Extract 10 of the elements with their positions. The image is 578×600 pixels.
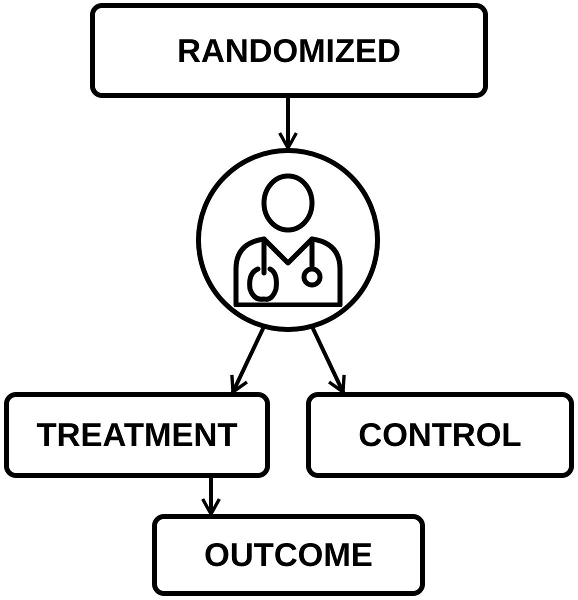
box-label: OUTCOME bbox=[204, 535, 373, 576]
process-box bbox=[306, 392, 574, 478]
process-box bbox=[4, 392, 270, 478]
arrow bbox=[278, 96, 298, 150]
box-label: TREATMENT bbox=[36, 415, 238, 456]
arrow bbox=[201, 476, 221, 516]
box-label: RANDOMIZED bbox=[177, 30, 401, 71]
process-box bbox=[152, 514, 425, 596]
box-label: CONTROL bbox=[358, 415, 522, 456]
process-box bbox=[90, 3, 488, 98]
